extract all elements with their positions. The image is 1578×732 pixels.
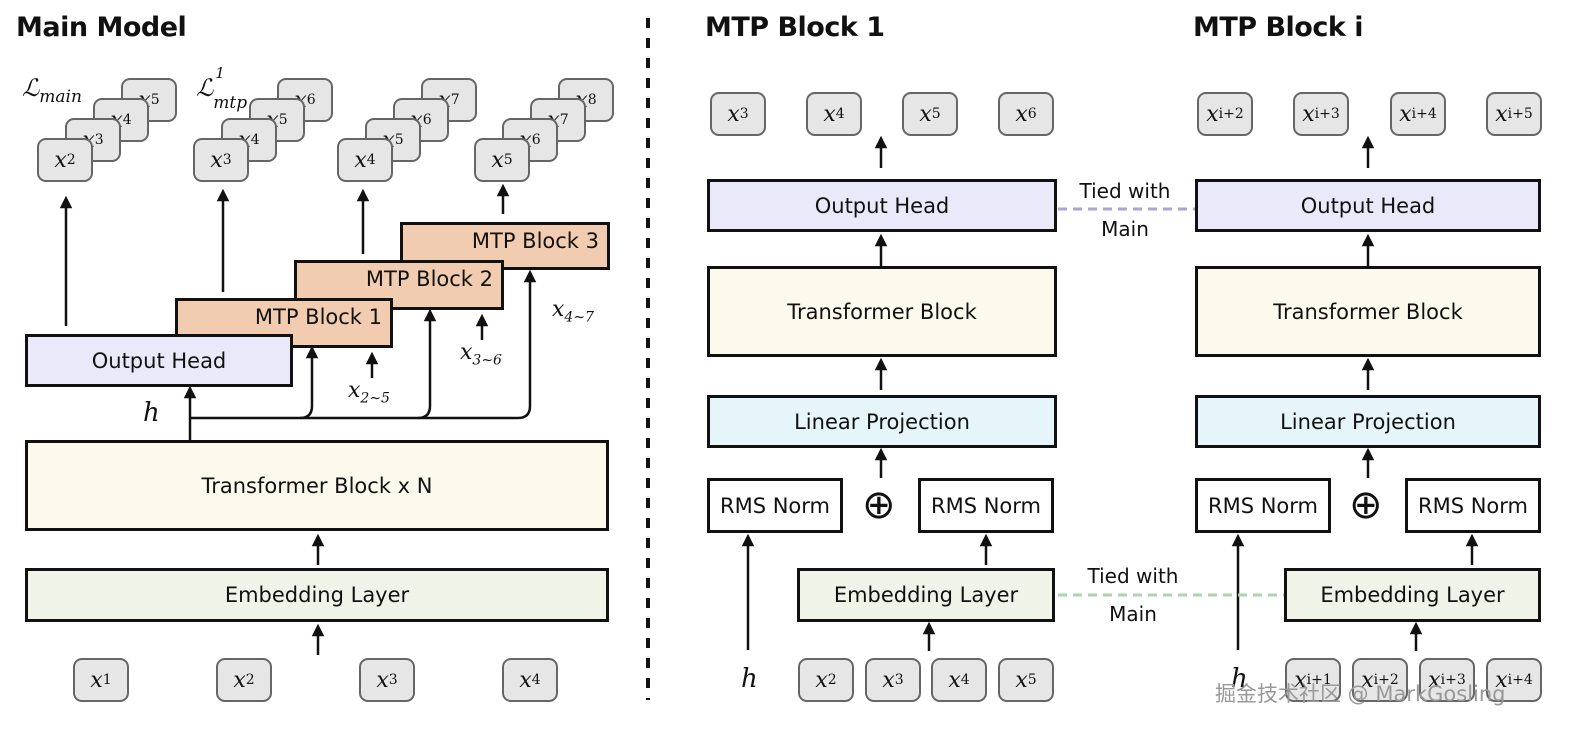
mtp1-plus-icon: ⊕ (862, 482, 896, 528)
mtp1-rms-norm-left: RMS Norm (707, 478, 843, 533)
tied-label-bottom: Tied with Main (1068, 557, 1198, 633)
mtpi-embedding-layer: Embedding Layer (1284, 568, 1541, 622)
tied-label-line2: Main (1109, 602, 1157, 626)
mtp-block-i-title: MTP Block i (1193, 12, 1363, 43)
loss-sub: main (39, 86, 82, 107)
mtpi-rms-norm-right: RMS Norm (1405, 478, 1541, 533)
mtp1-rms-norm-right: RMS Norm (918, 478, 1054, 533)
loss-sub: mtp (213, 92, 248, 113)
mtp-block-2: MTP Block 2 (294, 260, 504, 310)
transformer-block: Transformer Block x N (25, 440, 609, 531)
loss-symbol: ℒ (196, 74, 214, 102)
mtp-block-1-title: MTP Block 1 (705, 12, 885, 43)
tied-label-top: Tied with Main (1060, 172, 1190, 248)
loss-sup: 1 (215, 64, 225, 82)
mtpi-h-label: h (1231, 664, 1248, 694)
mtp1-embedding-layer: Embedding Layer (797, 568, 1055, 622)
tied-label-line1: Tied with (1079, 179, 1171, 203)
watermark: 掘金技术社区 @ MarkGosling (1215, 682, 1506, 706)
loss-main-label: ℒmain (22, 74, 82, 107)
range-label-1: x2∼5 (348, 378, 390, 407)
mtpi-linear-projection: Linear Projection (1195, 395, 1541, 448)
mtpi-rms-norm-left: RMS Norm (1195, 478, 1331, 533)
tied-label-line1: Tied with (1087, 564, 1179, 588)
range-label-2: x3∼6 (460, 340, 502, 369)
tied-label-line2: Main (1101, 217, 1149, 241)
embedding-layer: Embedding Layer (25, 568, 609, 622)
mtp1-h-label: h (741, 664, 758, 694)
mtpi-output-head: Output Head (1195, 179, 1541, 232)
arrow-h-to-mtp3 (418, 269, 537, 420)
mtp1-output-head: Output Head (707, 179, 1057, 232)
mtpi-plus-icon: ⊕ (1349, 482, 1383, 528)
output-head: Output Head (25, 334, 293, 387)
mtp1-transformer-block: Transformer Block (707, 266, 1057, 357)
range-label-3: x4∼7 (552, 297, 594, 326)
mtp1-linear-projection: Linear Projection (707, 395, 1057, 448)
main-model-title: Main Model (16, 12, 187, 43)
mtpi-transformer-block: Transformer Block (1195, 266, 1541, 357)
loss-symbol: ℒ (22, 74, 40, 102)
h-label: h (143, 398, 160, 428)
